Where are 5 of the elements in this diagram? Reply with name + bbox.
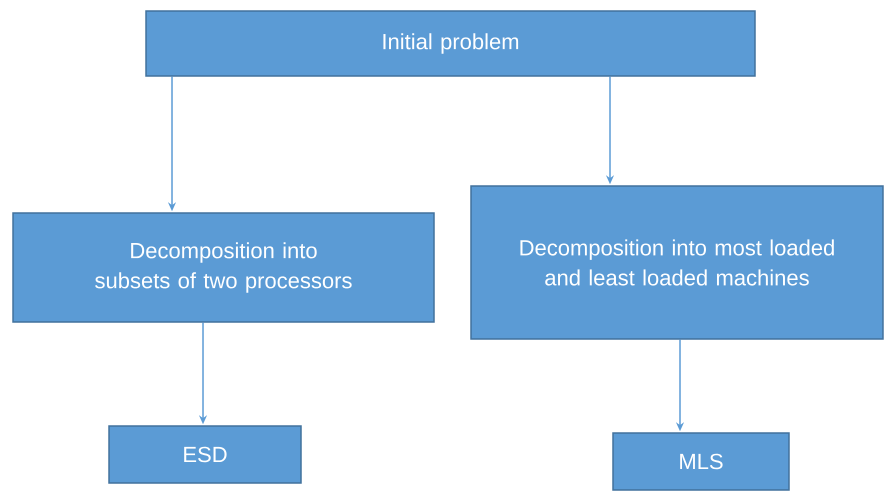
process-box: MLS	[612, 432, 790, 491]
process-box: Decomposition into subsets of two processors	[12, 212, 435, 323]
process-box: Initial problem	[145, 10, 756, 77]
process-box: ESD	[108, 425, 302, 484]
process-box: Decomposition into most loaded and least loaded machines	[470, 185, 884, 340]
